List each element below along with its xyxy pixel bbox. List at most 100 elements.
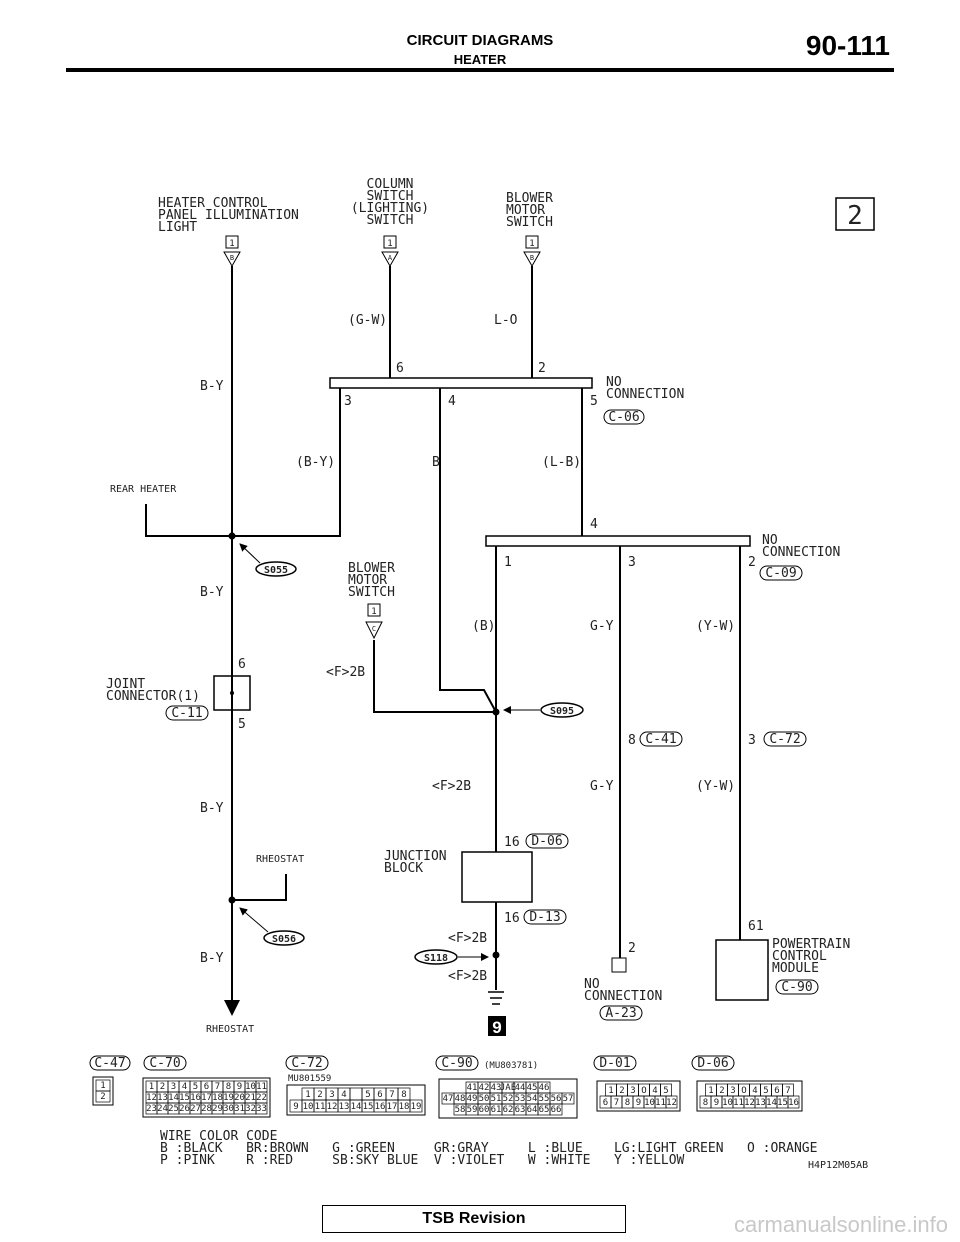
- blower2-pin-box: [367, 603, 381, 617]
- c72-pin-3: 3: [748, 733, 756, 748]
- d06-label-oval: [525, 833, 569, 849]
- legend-c90-pin: 45: [527, 1083, 538, 1093]
- legend-d01-pin: 5: [663, 1086, 668, 1096]
- d13-label: D-13: [529, 910, 560, 925]
- c90-label-oval: [775, 979, 819, 995]
- hcp-pin-num: 1: [229, 239, 234, 249]
- wire-by-1: B-Y: [200, 379, 224, 394]
- legend-d01-oval: [593, 1055, 637, 1071]
- wire-lb: (L-B): [542, 455, 581, 470]
- wire-f2b-3: <F>2B: [448, 931, 487, 946]
- legend-d06-pin: O: [741, 1086, 746, 1096]
- legend-c47-pin: 1: [100, 1081, 105, 1091]
- c11-label: C-11: [171, 706, 202, 721]
- legend-c70-pin: 20: [234, 1093, 245, 1103]
- legend-c90-pin: 55: [539, 1094, 550, 1104]
- s055-oval: [255, 561, 297, 577]
- legend-c90-oval: [435, 1055, 479, 1071]
- legend-c70-pin: 4: [182, 1082, 187, 1092]
- legend-c90-pin: 64: [527, 1105, 538, 1115]
- legend-c70-pin: 16: [190, 1093, 201, 1103]
- legend-c72-pin: 18: [399, 1102, 410, 1112]
- legend-c90-pin: 54: [527, 1094, 538, 1104]
- wire-by-paren: (B-Y): [296, 455, 335, 470]
- legend-c70-frame: [142, 1077, 271, 1118]
- blower-pin-box: [525, 235, 539, 249]
- junction-title-2: BLOCK: [384, 861, 423, 876]
- rear-heater-label: REAR HEATER: [110, 484, 177, 495]
- c41-label: C-41: [645, 732, 676, 747]
- legend-c70-pin: 6: [204, 1082, 209, 1092]
- junction-block-box: [461, 851, 533, 903]
- c06-pin-3: 3: [344, 394, 352, 409]
- rheostat-label-2: RHEOSTAT: [206, 1024, 254, 1035]
- pcm-title-3: MODULE: [772, 961, 819, 976]
- a23-pin-box: [611, 957, 627, 973]
- legend-d06-pin: 9: [714, 1098, 719, 1108]
- s118-dot: [492, 951, 500, 959]
- joint-title-1: JOINT: [106, 677, 145, 692]
- legend-c70-pin: 32: [245, 1104, 256, 1114]
- hcp-title-3: LIGHT: [158, 220, 197, 235]
- c06-nc-2: CONNECTION: [606, 387, 684, 402]
- legend-d06-pin: 16: [788, 1098, 799, 1108]
- legend-c70-pin: 15: [179, 1093, 190, 1103]
- legend-c47-frame: [92, 1076, 114, 1106]
- legend-d01-pin: 10: [644, 1098, 655, 1108]
- legend-c90-pin: 47: [443, 1094, 454, 1104]
- legend-c90-pin: 60: [479, 1105, 490, 1115]
- legend-d01-pin: O: [641, 1086, 646, 1096]
- legend-c90-frame: [438, 1078, 578, 1119]
- legend-c72-pin: 15: [363, 1102, 374, 1112]
- c06-connector-bar: [329, 377, 593, 389]
- d13-label-oval: [523, 909, 567, 925]
- legend-d01-label: D-01: [599, 1056, 630, 1071]
- wire-yw-2: (Y-W): [696, 779, 735, 794]
- legend-d06-pin: 6: [774, 1086, 779, 1096]
- legend-c70-pin: 3: [171, 1082, 176, 1092]
- legend-c47-cell: [95, 1090, 111, 1103]
- legend-c90-pin: 59: [467, 1105, 478, 1115]
- legend-c90-pin: 51: [491, 1094, 502, 1104]
- legend-c70-pin: 11: [256, 1082, 267, 1092]
- legend-c90-label: C-90: [441, 1056, 472, 1071]
- page-marker-box: [835, 197, 875, 231]
- a23-pin-2: 2: [628, 941, 636, 956]
- ground-number: 9: [492, 1018, 501, 1037]
- c11-label-oval: [165, 705, 209, 721]
- wire-f2b-1: <F>2B: [326, 665, 365, 680]
- legend-c70-pin: 9: [237, 1082, 242, 1092]
- s118-oval: [414, 949, 458, 965]
- legend-d01-pin: 4: [652, 1086, 657, 1096]
- legend-d01-cell: [665, 1095, 678, 1109]
- c06-pin-6: 6: [396, 361, 404, 376]
- wire-f2b-4: <F>2B: [448, 969, 487, 984]
- blower-pin-num: 1: [529, 239, 534, 249]
- legend-c90-pin: 62: [503, 1105, 514, 1115]
- color-code-row-2: P :PINK R :RED SB:SKY BLUE V :VIOLET W :…: [160, 1153, 685, 1168]
- c72-label-oval: [763, 731, 807, 747]
- legend-c70-pin: 28: [201, 1104, 212, 1114]
- pcm-box: [715, 939, 769, 1001]
- legend-d06-pin: 7: [785, 1086, 790, 1096]
- legend-c72-frame: [286, 1084, 426, 1116]
- color-code-row-1: B :BLACK BR:BROWN G :GREEN GR:GRAY L :BL…: [160, 1141, 817, 1156]
- blower2-pin-triangle: [365, 621, 383, 640]
- wire-gw: (G-W): [348, 313, 387, 328]
- wire-lo: L-O: [494, 313, 518, 328]
- page-marker: 2: [847, 201, 863, 231]
- ground-symbol: [488, 991, 504, 1005]
- legend-c90-pin: 63: [515, 1105, 526, 1115]
- c72-label: C-72: [769, 732, 800, 747]
- legend-d06-pin: 5: [763, 1086, 768, 1096]
- legend-d06-pin: 13: [755, 1098, 766, 1108]
- legend-c90-cell: [561, 1092, 575, 1105]
- c09-connector-bar: [485, 535, 751, 547]
- s056-label: S056: [272, 934, 296, 945]
- column-pin-triangle: [381, 251, 399, 268]
- wire-gy-1: G-Y: [590, 619, 614, 634]
- s095-label: S095: [550, 706, 574, 717]
- legend-c72-pin: 13: [339, 1102, 350, 1112]
- legend-c72-oval: [285, 1055, 329, 1071]
- hcp-title-1: HEATER CONTROL: [158, 196, 268, 211]
